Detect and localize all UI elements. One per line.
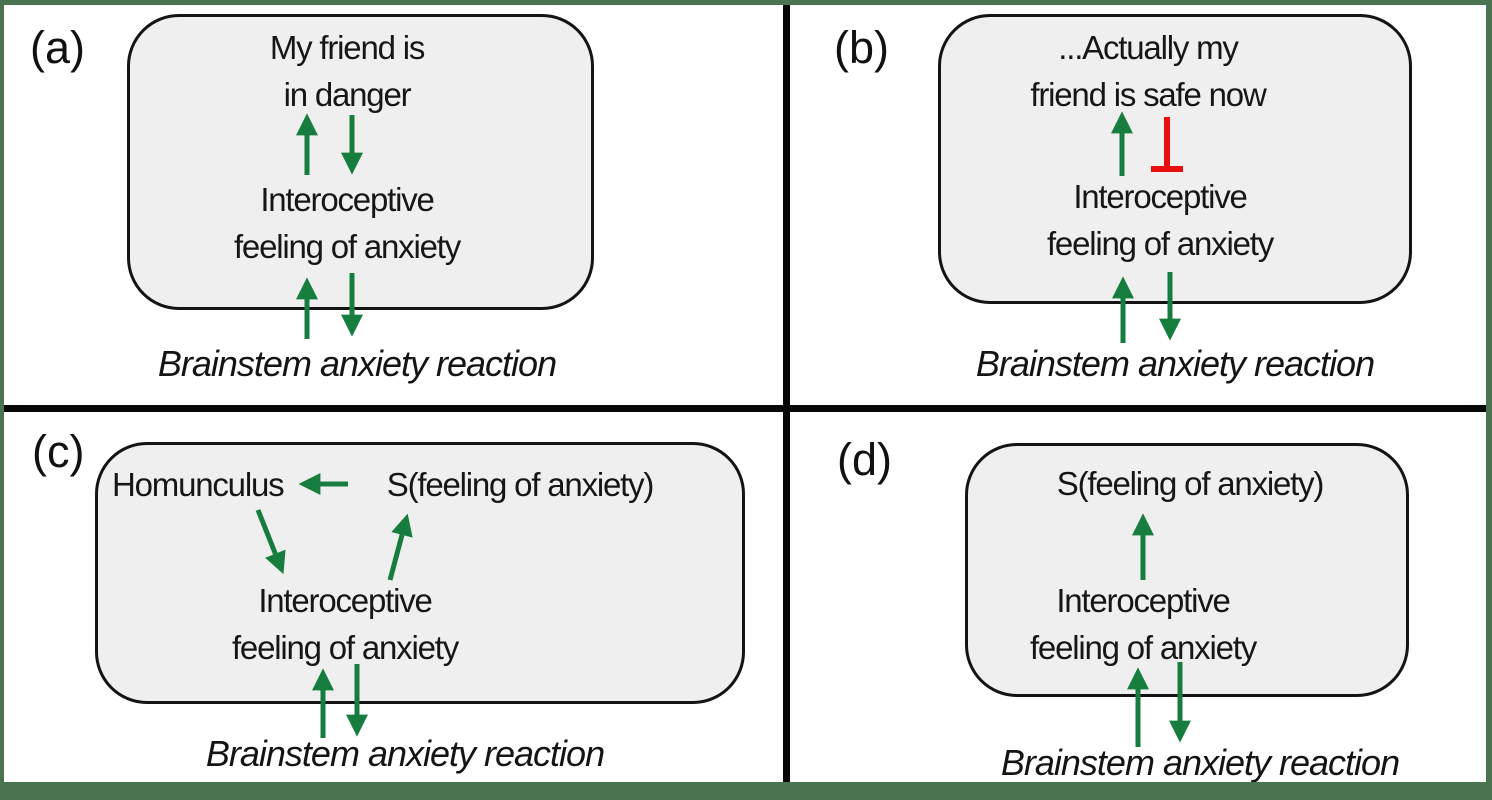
panel-d-s-node: S(feeling of anxiety) bbox=[1056, 465, 1325, 502]
panel-c-label: (c) bbox=[32, 426, 85, 477]
panel-c-s-node: S(feeling of anxiety) bbox=[386, 466, 655, 503]
panel-c-mid-line1: Interoceptive bbox=[258, 582, 433, 619]
panel-c-box bbox=[95, 442, 745, 704]
vertical-divider bbox=[783, 0, 790, 800]
panel-a-caption: Brainstem anxiety reaction bbox=[157, 343, 557, 384]
frame-strip-left bbox=[0, 0, 4, 800]
panel-b-caption: Brainstem anxiety reaction bbox=[975, 343, 1375, 384]
panel-a-mid-text: Interoceptive feeling of anxiety bbox=[127, 176, 567, 270]
panel-a-mid-line2: feeling of anxiety bbox=[233, 228, 461, 265]
panel-b-mid-line2: feeling of anxiety bbox=[1046, 225, 1274, 262]
panel-a-mid-line1: Interoceptive bbox=[260, 181, 435, 218]
frame-strip-top bbox=[0, 0, 1492, 5]
panel-d-label: (d) bbox=[837, 434, 892, 485]
panel-c: (c) Homunculus S(feeling of anxiety) Int… bbox=[0, 412, 787, 800]
panel-a-label: (a) bbox=[30, 22, 85, 73]
panel-c-homunculus: Homunculus bbox=[112, 466, 285, 503]
frame-strip-bottom bbox=[0, 782, 1492, 800]
panel-b-top-line1: ...Actually my bbox=[1058, 29, 1239, 66]
panel-a-top-line2: in danger bbox=[283, 76, 412, 113]
panel-b: (b) ...Actually my friend is safe now In… bbox=[790, 0, 1488, 405]
panel-b-mid-text: Interoceptive feeling of anxiety bbox=[950, 173, 1370, 267]
panel-d-mid-line2: feeling of anxiety bbox=[1029, 629, 1257, 666]
panel-b-mid-line1: Interoceptive bbox=[1073, 178, 1248, 215]
panel-d-mid-line1: Interoceptive bbox=[1056, 582, 1231, 619]
horizontal-divider bbox=[0, 405, 1492, 412]
panel-c-mid-line2: feeling of anxiety bbox=[231, 629, 459, 666]
panel-d-caption: Brainstem anxiety reaction bbox=[1000, 742, 1400, 783]
frame-strip-right bbox=[1486, 0, 1492, 800]
panel-a-top-text: My friend is in danger bbox=[127, 24, 567, 118]
panel-a: (a) My friend is in danger Interoceptive… bbox=[0, 0, 787, 405]
panel-c-mid-text: Interoceptive feeling of anxiety bbox=[125, 577, 565, 671]
panel-b-top-line2: friend is safe now bbox=[1030, 76, 1266, 113]
panel-a-top-line1: My friend is bbox=[269, 29, 426, 66]
panel-b-label: (b) bbox=[834, 22, 889, 73]
panel-d-box bbox=[965, 443, 1409, 697]
panel-d-mid-text: Interoceptive feeling of anxiety bbox=[923, 577, 1363, 671]
panel-b-top-text: ...Actually my friend is safe now bbox=[938, 24, 1358, 118]
panel-b-box bbox=[938, 14, 1412, 304]
panel-c-caption: Brainstem anxiety reaction bbox=[205, 733, 605, 774]
panel-d: (d) S(feeling of anxiety) Interoceptive … bbox=[790, 412, 1488, 800]
